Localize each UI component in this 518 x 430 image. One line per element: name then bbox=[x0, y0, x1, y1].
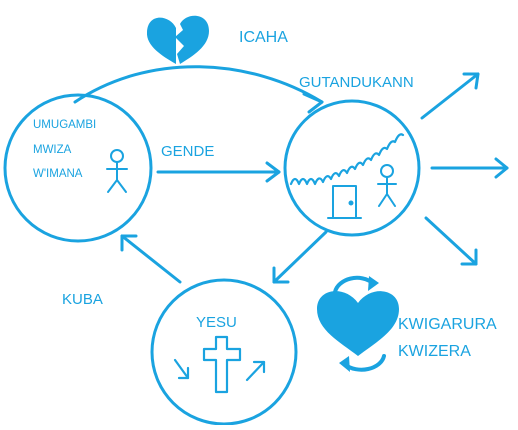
door-icon bbox=[327, 185, 362, 219]
god-plan-line1: UMUGAMBI bbox=[33, 119, 96, 131]
god-plan-line2: MWIZA bbox=[33, 144, 72, 156]
return-label: KUBA bbox=[62, 291, 103, 308]
jesus-circle bbox=[150, 278, 298, 426]
repent-label-line1: KWIGARURA bbox=[398, 316, 497, 333]
separation-circle bbox=[283, 99, 421, 237]
go-label: GENDE bbox=[161, 143, 214, 160]
person-icon bbox=[106, 149, 128, 193]
separation-zigzag bbox=[289, 133, 405, 186]
person-icon-right bbox=[377, 164, 397, 207]
broken-heart-label: ICAHA bbox=[239, 29, 288, 46]
top-arc-arrow bbox=[73, 65, 324, 114]
go-arrow bbox=[156, 161, 281, 183]
god-plan-circle bbox=[3, 93, 153, 243]
cycling-heart-icon bbox=[317, 275, 399, 372]
separation-label: GUTANDUKANN bbox=[299, 74, 414, 91]
jesus-label: YESU bbox=[196, 314, 237, 331]
to-jesus-arrow bbox=[272, 230, 328, 284]
repent-label-line2: KWIZERA bbox=[398, 343, 471, 360]
cross-icon bbox=[202, 335, 242, 394]
return-arrow bbox=[120, 234, 182, 284]
god-plan-line3: W'IMANA bbox=[33, 168, 83, 180]
cross-side-arrows bbox=[173, 358, 266, 382]
outgoing-arrows bbox=[420, 72, 509, 266]
broken-heart-icon bbox=[146, 15, 209, 64]
